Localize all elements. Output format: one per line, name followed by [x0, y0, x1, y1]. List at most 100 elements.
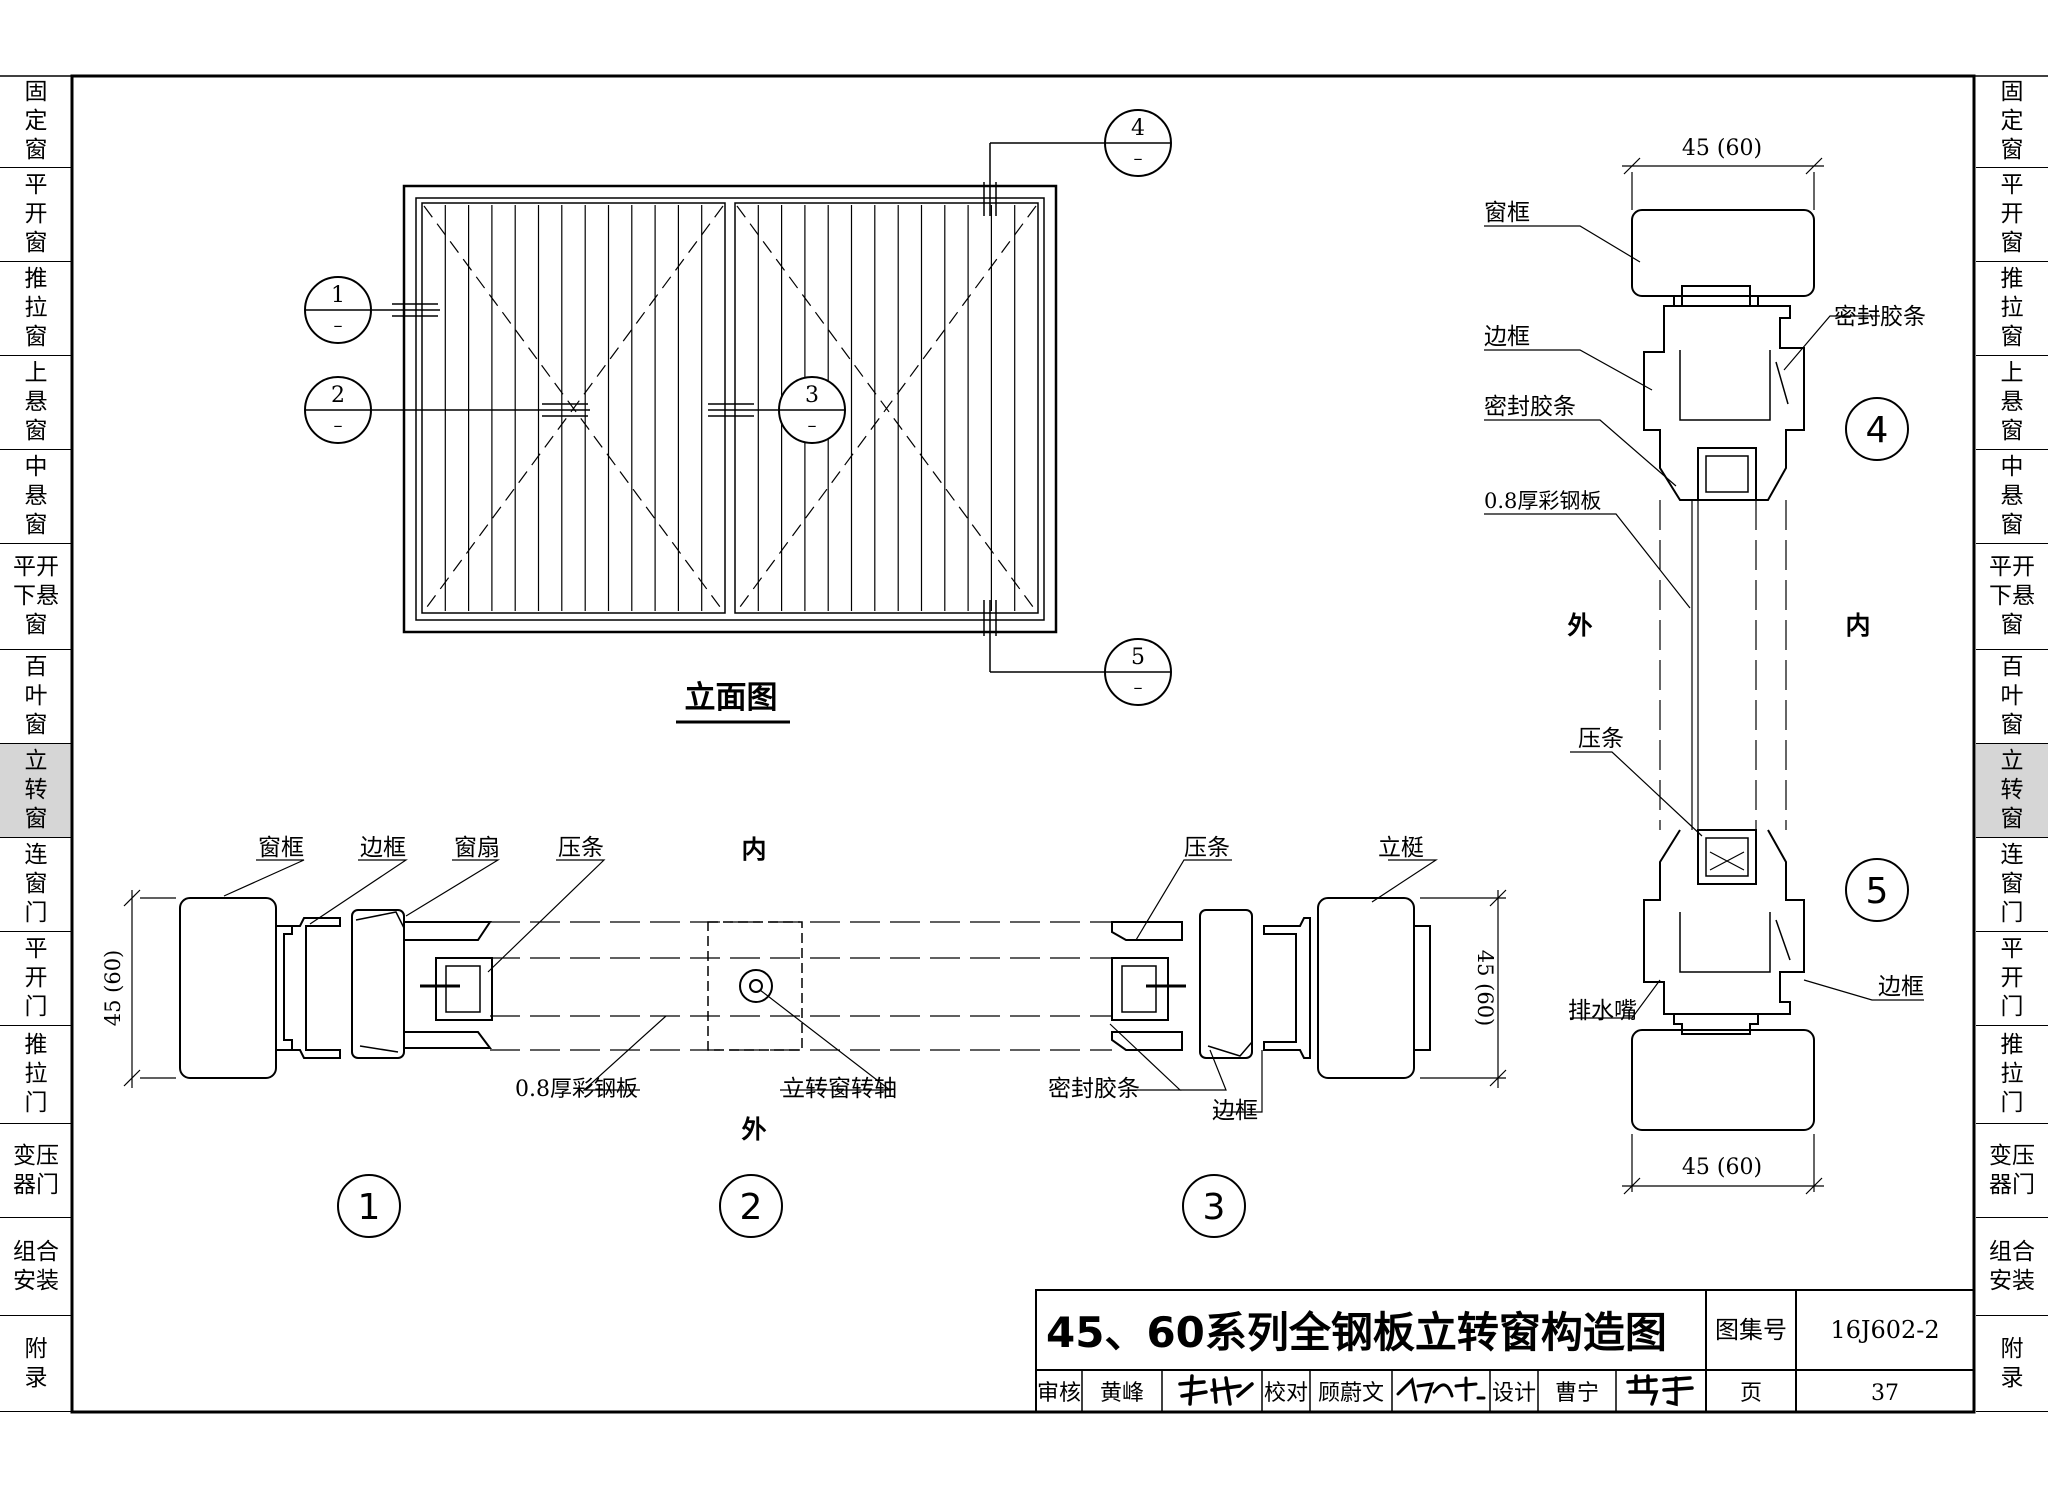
- detail-number-2: 2: [719, 1174, 783, 1238]
- side-tab-right-3[interactable]: 推 拉 窗: [1976, 262, 2048, 356]
- side-tab-right-12[interactable]: 变压 器门: [1976, 1124, 2048, 1218]
- side-tab-left-13[interactable]: 组合 安装: [0, 1218, 72, 1316]
- label-mullion: 立梃: [1378, 835, 1424, 861]
- elevation-title: 立面图: [685, 680, 778, 716]
- dim-label-h-left: 45 (60): [101, 950, 125, 1027]
- svg-text:2: 2: [331, 383, 345, 408]
- side-tab-left-9[interactable]: 连 窗 门: [0, 838, 72, 932]
- svg-text:4: 4: [1866, 410, 1889, 451]
- side-tab-left-10[interactable]: 平 开 门: [0, 932, 72, 1026]
- signature-checker: [1396, 1376, 1486, 1404]
- review-label: 审核: [1037, 1381, 1081, 1406]
- designer-name: 曹宁: [1555, 1381, 1599, 1406]
- label-v-panel: 0.8厚彩钢板: [1484, 489, 1601, 513]
- side-tab-left-14[interactable]: 附 录: [0, 1316, 72, 1412]
- label-inside-h: 内: [741, 835, 766, 864]
- svg-text:–: –: [334, 315, 343, 336]
- label-outside-v: 外: [1567, 611, 1592, 640]
- svg-text:–: –: [808, 415, 817, 436]
- side-tab-left-11[interactable]: 推 拉 门: [0, 1026, 72, 1124]
- section-callout-1: 1 –: [304, 276, 372, 344]
- vertical-section: [1622, 157, 1824, 1195]
- label-v-bead: 压条: [1578, 726, 1624, 752]
- page-number: 37: [1871, 1381, 1899, 1406]
- section-callout-5: 5 –: [1104, 638, 1172, 706]
- side-tab-left-6[interactable]: 平开 下悬 窗: [0, 544, 72, 650]
- h-dim-right: [1420, 889, 1507, 1088]
- dim-label-h-right: 45 (60): [1473, 950, 1497, 1027]
- page-label: 页: [1740, 1381, 1762, 1406]
- svg-text:1: 1: [358, 1187, 381, 1228]
- reviewer-name: 黄峰: [1100, 1381, 1144, 1406]
- svg-text:1: 1: [331, 283, 345, 308]
- label-bead-right: 压条: [1184, 835, 1230, 861]
- label-side-frame-right: 边框: [1212, 1098, 1258, 1124]
- label-inside-v: 内: [1845, 611, 1870, 640]
- detail-number-3: 3: [1182, 1174, 1246, 1238]
- side-tab-right-6[interactable]: 平开 下悬 窗: [1976, 544, 2048, 650]
- label-window-frame: 窗框: [258, 835, 304, 861]
- section-callout-4: 4 –: [1104, 109, 1172, 177]
- horizontal-section: [179, 897, 1431, 1079]
- detail-number-5: 5: [1845, 858, 1909, 922]
- detail-number-1: 1: [337, 1174, 401, 1238]
- side-tab-right-11[interactable]: 推 拉 门: [1976, 1026, 2048, 1124]
- side-tab-right-7[interactable]: 百 叶 窗: [1976, 650, 2048, 744]
- label-v-side-frame: 边框: [1484, 324, 1530, 350]
- side-tab-left-5[interactable]: 中 悬 窗: [0, 450, 72, 544]
- label-pivot: 立转窗转轴: [782, 1076, 897, 1102]
- label-sash: 窗扇: [454, 835, 500, 861]
- side-tab-left-12[interactable]: 变压 器门: [0, 1124, 72, 1218]
- side-tab-right-13[interactable]: 组合 安装: [1976, 1218, 2048, 1316]
- label-bead-left: 压条: [558, 835, 604, 861]
- check-label: 校对: [1264, 1381, 1308, 1406]
- section-callout-3: 3 –: [778, 376, 846, 444]
- side-tab-left-2[interactable]: 平 开 窗: [0, 168, 72, 262]
- checker-name: 顾蔚文: [1318, 1381, 1384, 1406]
- side-tab-right-4[interactable]: 上 悬 窗: [1976, 356, 2048, 450]
- svg-text:3: 3: [1203, 1187, 1226, 1228]
- side-tab-right-9[interactable]: 连 窗 门: [1976, 838, 2048, 932]
- label-v-seal-left: 密封胶条: [1484, 394, 1576, 420]
- side-tab-right-14[interactable]: 附 录: [1976, 1316, 2048, 1412]
- svg-text:3: 3: [805, 383, 819, 408]
- atlas-no-label: 图集号: [1715, 1316, 1787, 1344]
- side-tab-left-8[interactable]: 立 转 窗: [0, 744, 72, 838]
- label-v-drain: 排水嘴: [1568, 998, 1637, 1024]
- side-tab-left-4[interactable]: 上 悬 窗: [0, 356, 72, 450]
- signature-designer: [1626, 1374, 1694, 1407]
- side-tab-left-7[interactable]: 百 叶 窗: [0, 650, 72, 744]
- svg-text:–: –: [334, 415, 343, 436]
- label-seal-h: 密封胶条: [1048, 1076, 1140, 1102]
- label-side-frame: 边框: [360, 835, 406, 861]
- side-tab-right-8[interactable]: 立 转 窗: [1976, 744, 2048, 838]
- drawing-border: [70, 74, 1976, 1414]
- label-panel-h: 0.8厚彩钢板: [515, 1077, 638, 1102]
- svg-text:2: 2: [740, 1187, 763, 1228]
- dim-label-v-bottom: 45 (60): [1682, 1155, 1762, 1180]
- svg-text:4: 4: [1131, 116, 1145, 141]
- elevation-view: [372, 142, 1106, 673]
- drawing-title: 45、60系列全钢板立转窗构造图: [1046, 1308, 1667, 1357]
- label-v-window-frame: 窗框: [1484, 200, 1530, 226]
- detail-number-4: 4: [1845, 397, 1909, 461]
- svg-text:5: 5: [1131, 645, 1145, 670]
- side-tab-right-10[interactable]: 平 开 门: [1976, 932, 2048, 1026]
- section-callout-2: 2 –: [304, 376, 372, 444]
- svg-text:–: –: [1134, 677, 1143, 698]
- side-tab-left-1[interactable]: 固 定 窗: [0, 76, 72, 168]
- side-tab-left-3[interactable]: 推 拉 窗: [0, 262, 72, 356]
- label-outside-h: 外: [741, 1115, 766, 1144]
- svg-text:–: –: [1134, 148, 1143, 169]
- side-tab-right-1[interactable]: 固 定 窗: [1976, 76, 2048, 168]
- side-tab-right-5[interactable]: 中 悬 窗: [1976, 450, 2048, 544]
- atlas-no: 16J602-2: [1830, 1316, 1939, 1344]
- side-tab-right-2[interactable]: 平 开 窗: [1976, 168, 2048, 262]
- design-label: 设计: [1492, 1381, 1536, 1406]
- label-v-seal-right: 密封胶条: [1834, 304, 1926, 330]
- signature-reviewer: [1178, 1374, 1254, 1406]
- dim-label-v-top: 45 (60): [1682, 136, 1762, 161]
- h-dim-left: [123, 889, 176, 1088]
- title-block: [1035, 1289, 1975, 1413]
